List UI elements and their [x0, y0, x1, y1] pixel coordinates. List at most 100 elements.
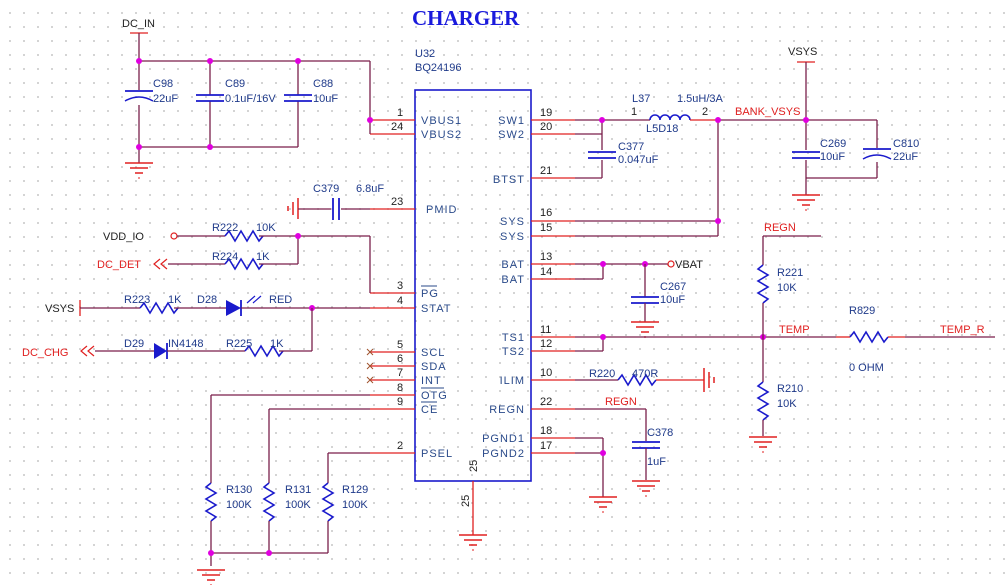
r129-value: 100K [342, 499, 368, 511]
net-label-vsys-top: VSYS [788, 46, 817, 58]
c89-value: 0.1uF/16V [225, 93, 276, 105]
pin-name: INT [421, 375, 442, 387]
pin-num: 12 [540, 338, 552, 350]
l37-pin2: 2 [702, 106, 708, 118]
d29-ref: D29 [124, 338, 144, 350]
pin-name: TS1 [502, 332, 525, 344]
r224-ref: R224 [212, 251, 238, 263]
net-label-bank-vsys: BANK_VSYS [735, 106, 800, 118]
c88-value: 10uF [313, 93, 338, 105]
c377-ref: C377 [618, 141, 644, 153]
c378-value: 1uF [647, 456, 666, 468]
net-label-vbat: VBAT [675, 259, 703, 271]
pin-name: SYS [500, 231, 525, 243]
pin-name: VBUS2 [421, 129, 462, 141]
ic-right-pins: 19 20 21 16 15 13 14 11 12 10 22 18 17 S… [482, 107, 575, 460]
r131-ref: R131 [285, 484, 311, 496]
ilim-section: R220 470R [575, 368, 715, 392]
net-label-temp-r: TEMP_R [940, 324, 985, 336]
c89-ref: C89 [225, 78, 245, 90]
r220-value: 470R [632, 368, 658, 380]
pin-name: CE [421, 404, 438, 416]
pin-num: 13 [540, 251, 552, 263]
r223-value: 1K [168, 294, 182, 306]
pin-num: 11 [540, 324, 551, 336]
r224-value: 1K [256, 251, 270, 263]
pin-name: REGN [489, 404, 525, 416]
pin-num: 23 [391, 196, 403, 208]
pin-name: ILIM [500, 375, 525, 387]
pin-name: STAT [421, 303, 451, 315]
c379-ref: C379 [313, 183, 339, 195]
net-label-dc-chg: DC_CHG [22, 347, 68, 359]
r221-value: 10K [777, 282, 797, 294]
pin-name: PSEL [421, 448, 453, 460]
l37-ref: L37 [632, 93, 650, 105]
regn-pgnd-section: REGN C378 1uF [575, 396, 673, 514]
pin-num: 1 [397, 107, 403, 119]
net-label-regn-cap: REGN [605, 396, 637, 408]
dc-in-section: DC_IN C98 22uF C89 0.1uF/16V C88 10uF [122, 18, 373, 180]
r829-ref: R829 [849, 305, 875, 317]
net-label-dc-det: DC_DET [97, 259, 141, 271]
c267-ref: C267 [660, 281, 686, 293]
d28-ref: D28 [197, 294, 217, 306]
pin-name-bottom: 25 [468, 460, 480, 472]
pin-name: VBUS1 [421, 115, 462, 127]
c378-ref: C378 [647, 427, 673, 439]
l37-pin1: 1 [631, 106, 637, 118]
r222-ref: R222 [212, 222, 238, 234]
pin-num: 5 [397, 339, 403, 351]
r130-value: 100K [226, 499, 252, 511]
pin-name: OTG [421, 390, 448, 402]
ic-part: BQ24196 [415, 62, 461, 74]
ic-left-pins: 1 24 23 3 4 5 6 7 8 9 2 VBUS1 VBUS2 PMID… [370, 107, 462, 460]
pin-name: PMID [426, 204, 458, 216]
pin-name: BTST [493, 174, 525, 186]
pin-num: 10 [540, 367, 552, 379]
c98-ref: C98 [153, 78, 173, 90]
l37-value: 1.5uH/3A [677, 93, 724, 105]
pin-num-bottom: 25 [460, 495, 472, 507]
r210-value: 10K [777, 398, 797, 410]
c379-value: 6.8uF [356, 183, 384, 195]
pin-num: 20 [540, 121, 552, 133]
pin-num: 21 [540, 165, 552, 177]
pin-name: SDA [421, 361, 447, 373]
pin-num: 19 [540, 107, 552, 119]
sheet-title: CHARGER [412, 6, 520, 30]
r130-ref: R130 [226, 484, 252, 496]
pin-name: PGND1 [482, 433, 525, 445]
c98-value: 22uF [153, 93, 178, 105]
d29-value: IN4148 [168, 338, 203, 350]
c269-value: 10uF [820, 151, 845, 163]
pin-name: BAT [501, 259, 525, 271]
pin-num: 2 [397, 440, 403, 452]
net-label-vsys-left: VSYS [45, 303, 74, 315]
r225-value: 1K [270, 338, 284, 350]
pin-num: 7 [397, 367, 403, 379]
c377-value: 0.047uF [618, 154, 659, 166]
r829-value: 0 OHM [849, 362, 884, 374]
net-label-regn-right: REGN [764, 222, 796, 234]
pin-num: 22 [540, 396, 552, 408]
pin-num: 18 [540, 425, 552, 437]
pin-num: 8 [397, 382, 403, 394]
r221-ref: R221 [777, 267, 803, 279]
pin-name: SW1 [498, 115, 525, 127]
pin-num: 16 [540, 207, 552, 219]
c267-value: 10uF [660, 294, 685, 306]
pin-name: SYS [500, 216, 525, 228]
r220-ref: R220 [589, 368, 615, 380]
r223-ref: R223 [124, 294, 150, 306]
net-label-dc-in: DC_IN [122, 18, 155, 30]
r222-value: 10K [256, 222, 276, 234]
status-section: VDD_IO R222 10K DC_DET R224 1K VSYS R223… [22, 222, 374, 384]
battery-section: VBAT C267 10uF [575, 259, 703, 339]
vsys-output-section: VSYS C269 10uF C810 22uF [788, 46, 919, 212]
c810-ref: C810 [893, 138, 919, 150]
pmid-section: C379 6.8uF [287, 183, 384, 220]
pin-num: 15 [540, 222, 552, 234]
net-label-vdd-io: VDD_IO [103, 231, 144, 243]
pin-num: 9 [397, 396, 403, 408]
